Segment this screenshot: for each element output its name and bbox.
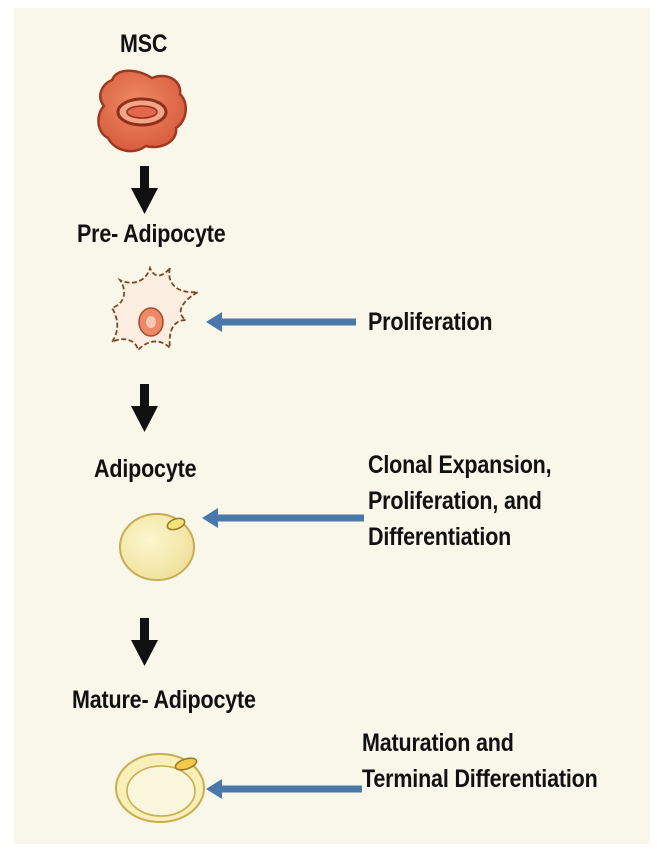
process-label-proliferation: Proliferation: [368, 308, 493, 336]
mature-lipid-cell-icon: [115, 753, 205, 823]
lipid-cell-icon: [119, 513, 195, 581]
process-line: Maturation and: [362, 729, 514, 757]
process-label-maturation: Maturation and Terminal Differentiation: [362, 725, 598, 797]
process-label-clonal-expansion: Clonal Expansion, Proliferation, and Dif…: [368, 447, 552, 555]
stage-label-mature-adipocyte: Mature- Adipocyte: [72, 686, 256, 714]
process-arrow-proliferation: [206, 312, 356, 332]
stage-arrow-3: [131, 618, 158, 666]
stage-label-msc: MSC: [120, 30, 168, 58]
process-line: Terminal Differentiation: [362, 765, 598, 793]
stage-arrow-2: [131, 384, 158, 432]
stage-arrow-1: [131, 166, 158, 214]
stage-label-adipocyte: Adipocyte: [94, 455, 197, 483]
process-arrow-clonal-expansion: [202, 508, 364, 528]
stage-label-pre-adipocyte: Pre- Adipocyte: [77, 220, 226, 248]
process-arrow-maturation: [206, 779, 362, 799]
stellate-cell-icon: [109, 265, 199, 352]
msc-cell-icon: [97, 69, 188, 153]
process-line: Clonal Expansion,: [368, 451, 552, 479]
process-line: Differentiation: [368, 523, 512, 551]
process-line: Proliferation, and: [368, 487, 542, 515]
